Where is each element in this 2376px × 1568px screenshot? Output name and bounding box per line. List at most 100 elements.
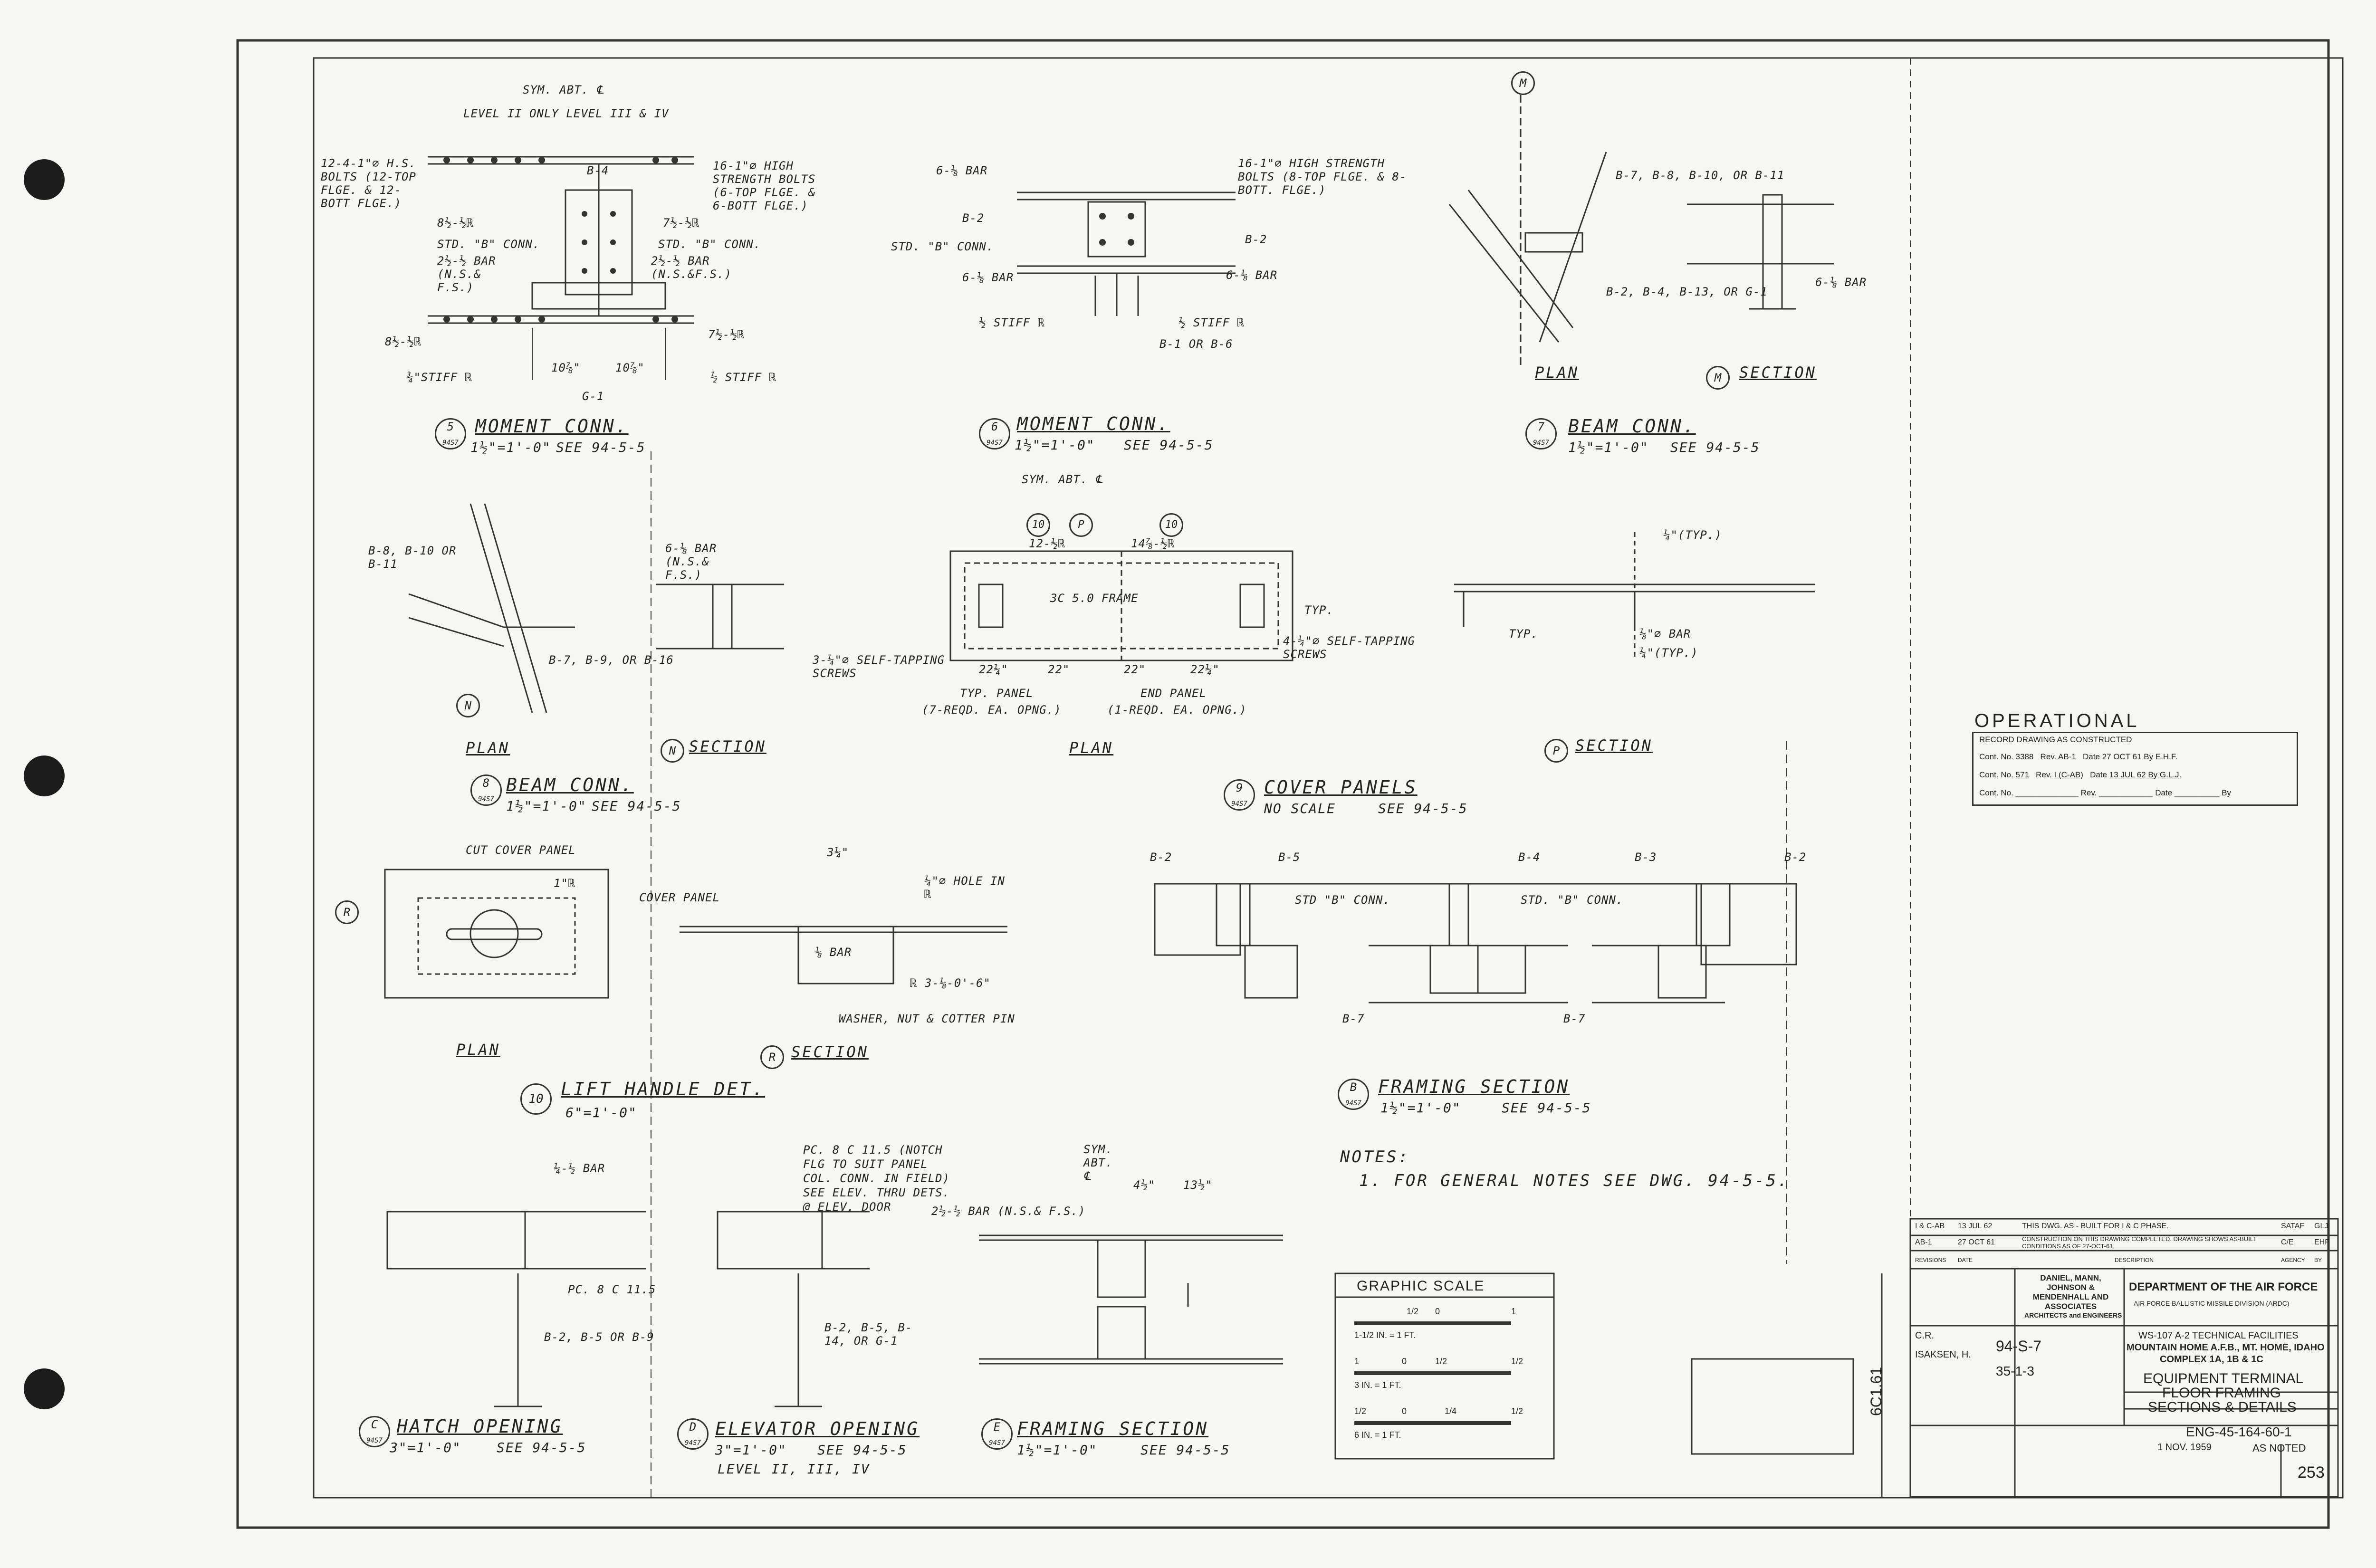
d5-label-dim2: 10⅞" (615, 361, 645, 374)
d10-label-bar: ⅛ BAR (815, 946, 852, 959)
detail-E-graphic (979, 1234, 1283, 1365)
dB-label-b7-right: B-7 (1563, 1012, 1586, 1025)
d5-label-std-conn-2: STD. "B" CONN. (658, 238, 761, 251)
d6-label-bar: 6-⅛ BAR (936, 164, 988, 177)
graphic-scale-row-3: 6 IN. = 1 FT. (1354, 1430, 1401, 1440)
d10-marker-r-section: R (760, 1045, 784, 1069)
graphic-scale-title: GRAPHIC SCALE (1357, 1278, 1485, 1294)
d6-label-std-conn: STD. "B" CONN. (891, 240, 994, 253)
d7-scale: 1½"=1'-0" (1568, 440, 1649, 455)
d5-label-bar-ns: 2½-½ BAR (N.S.& F.S.) (437, 254, 496, 294)
d9-dim-4: 22¼" (1190, 663, 1220, 676)
firm-name: DANIEL, MANN, JOHNSON & MENDENHALL AND A… (2032, 1273, 2109, 1311)
detail-7-graphic (1448, 95, 1834, 366)
d6-label-b2-right: B-2 (1245, 233, 1267, 246)
dB-see: SEE 94-5-5 (1502, 1100, 1591, 1116)
sheet-borders (236, 39, 2344, 1529)
d10-label-plate: ℝ 3-⅛-0'-6" (910, 976, 991, 990)
detail-10-graphic (384, 869, 1007, 999)
drawing-title-line-1: EQUIPMENT TERMINAL (2143, 1371, 2304, 1386)
detail-D-graphic (717, 1211, 870, 1407)
revision-header-description: DESCRIPTION (2115, 1257, 2154, 1263)
graphic-scale-box (1334, 1272, 1555, 1460)
revision-header-revisions: REVISIONS (1915, 1257, 1946, 1263)
d7-section-label: SECTION (1739, 363, 1817, 382)
dB-label-std-conn-2: STD. "B" CONN. (1521, 893, 1624, 907)
d6-label-stiff-left: ½ STIFF ℝ (979, 316, 1045, 329)
d9-label-bar: ⅛"⌀ BAR (1639, 627, 1691, 641)
stamp-subheading: RECORD DRAWING AS CONSTRUCTED (1979, 735, 2132, 744)
d9-label-screws3: 3-¼"⌀ SELF-TAPPING SCREWS (813, 653, 945, 680)
revision-row-2-id: AB-1 (1915, 1238, 1932, 1246)
operational-stamp: RECORD DRAWING AS CONSTRUCTED Cont. No. … (1972, 732, 2298, 806)
dD-scale: 3"=1'-0" (715, 1442, 787, 1458)
dC-see: SEE 94-5-5 (497, 1440, 586, 1455)
detail-6-graphic (1017, 191, 1236, 316)
dE-label-dim2: 13½" (1183, 1178, 1213, 1192)
d6-label-hs-bolts: 16-1"⌀ HIGH STRENGTH BOLTS (8-TOP FLGE. … (1238, 157, 1407, 197)
d5-label-stiff-2: ½ STIFF ℝ (710, 371, 777, 384)
drawing-date: 1 NOV. 1959 (2157, 1442, 2212, 1453)
d5-label-std-conn: STD. "B" CONN. (437, 238, 540, 251)
d6-label-b2: B-2 (962, 211, 985, 225)
project-complex: COMPLEX 1A, 1B & 1C (2160, 1354, 2263, 1365)
d7-title: BEAM CONN. (1568, 416, 1696, 437)
dE-label-sym: SYM. ABT. ℄ (1083, 1143, 1113, 1183)
d10-scale: 6"=1'-0" (565, 1105, 637, 1120)
d5-scale: 1½"=1'-0" (470, 440, 551, 455)
d5-label-dim1: 10⅞" (551, 361, 581, 374)
d6-label-stiff-right: ½ STIFF ℝ (1178, 316, 1245, 329)
dD-see: SEE 94-5-5 (817, 1442, 907, 1458)
graphic-scale-row-2: 3 IN. = 1 FT. (1354, 1380, 1401, 1390)
d5-label-bar-ns-2: 2½-½ BAR (N.S.&F.S.) (651, 254, 732, 281)
d9-label-pl12: 12-½ℝ (1029, 537, 1066, 550)
title-block-lines (1691, 1218, 2339, 1498)
sheet-number: 94-S-7 (1996, 1338, 2042, 1355)
revision-row-1-agency: SATAF (2281, 1222, 2305, 1230)
d8-plan-label: PLAN (466, 739, 510, 757)
d6-label-bar-right: 6-⅛ BAR (1226, 268, 1278, 282)
dB-label-b5: B-5 (1278, 851, 1301, 864)
d5-label-7r-2: 7½-½ℝ (708, 328, 745, 341)
d6-title: MOMENT CONN. (1017, 413, 1170, 434)
department-subtitle: AIR FORCE BALLISTIC MISSILE DIVISION (AR… (2134, 1300, 2290, 1307)
graphic-scale-tick-b: 0 (1435, 1307, 1440, 1316)
detail-8-graphic (408, 503, 784, 713)
d9-label-reqd1: (1-REQD. EA. OPNG.) (1107, 703, 1247, 717)
dD-label-pc: PC. 8 C 11.5 (NOTCH FLG TO SUIT PANEL CO… (803, 1143, 950, 1214)
project-name: WS-107 A-2 TECHNICAL FACILITIES (2138, 1330, 2299, 1341)
punch-hole-bottom (24, 1368, 65, 1409)
dE-label-bar: 2½-½ BAR (N.S.& F.S.) (931, 1205, 1086, 1218)
graphic-scale-tick-h: 1/2 (1354, 1406, 1367, 1416)
d9-dim-3: 22" (1124, 663, 1146, 676)
dD-levels: LEVEL II, III, IV (718, 1461, 870, 1477)
d9-label-screws4: 4-¼"⌀ SELF-TAPPING SCREWS (1283, 634, 1416, 661)
d9-label-typ-panel: TYP. PANEL (960, 687, 1034, 700)
d9-dim-1: 22¼" (979, 663, 1008, 676)
d5-title: MOMENT CONN. (475, 416, 629, 437)
graphic-scale-tick-i: 0 (1402, 1406, 1407, 1416)
d8-label-b7: B-7, B-9, OR B-16 (549, 653, 674, 667)
notes-heading: NOTES: (1340, 1147, 1410, 1166)
d9-label-sym: SYM. ABT. ℄ (1022, 473, 1103, 486)
detail-B-graphic (1154, 883, 1797, 1004)
d9-marker-10b: 10 (1159, 513, 1183, 537)
d7-marker-m-top: M (1511, 71, 1535, 95)
d5-label-g1: G-1 (582, 390, 604, 403)
d9-label-typ: TYP. (1304, 603, 1334, 617)
d5-label-bolts: 12-4-1"⌀ H.S. BOLTS (12-TOP FLGE. & 12-B… (321, 157, 416, 210)
d8-marker-n-section: N (661, 739, 684, 763)
dE-scale: 1½"=1'-0" (1017, 1442, 1098, 1458)
revision-header-by: BY (2314, 1257, 2322, 1263)
d9-marker-p: P (1069, 513, 1093, 537)
detail-C-graphic (386, 1211, 646, 1407)
dB-label-std-conn-1: STD "B" CONN. (1295, 893, 1390, 907)
d9-section-label: SECTION (1575, 736, 1653, 755)
d10-section-label: SECTION (791, 1043, 869, 1061)
drawing-title-line-2: FLOOR FRAMING (2162, 1385, 2281, 1401)
graphic-scale-tick-d: 1 (1354, 1357, 1360, 1366)
